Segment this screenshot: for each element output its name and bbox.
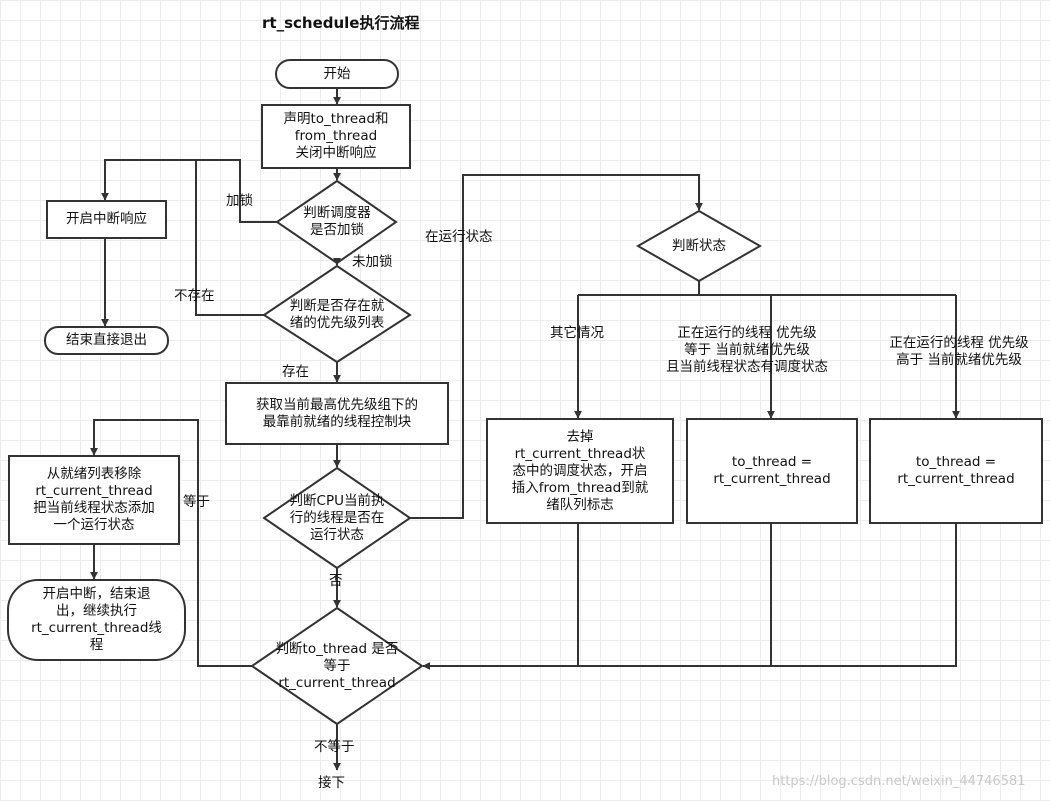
edge-label-other: 其它情况 (550, 325, 604, 341)
assign-right-box (869, 418, 1043, 524)
declare-box (261, 104, 411, 169)
enable-irq-box (46, 200, 167, 239)
watermark: https://blog.csdn.net/weixin_44746581 (772, 774, 1026, 789)
arrow-locked (101, 159, 277, 223)
enable-exit-terminal (7, 579, 186, 661)
edge-label-no: 否 (329, 573, 343, 589)
exit-direct-terminal (44, 326, 169, 355)
running-check-label: 判断CPU当前执 行的线程是否在 运行状态 (289, 492, 385, 543)
edge-label-unlocked: 未加锁 (352, 254, 393, 270)
to-eq-check-label: 判断to_thread 是否 等于 rt_current_thread (275, 640, 399, 691)
edge-label-next: 接下 (318, 775, 345, 791)
ready-check-label: 判断是否存在就 绪的优先级列表 (289, 298, 385, 331)
remove-sched-box (486, 418, 674, 524)
remove-ready-box (8, 455, 180, 545)
edge-label-mid-cond: 正在运行的线程 优先级 等于 当前就绪优先级 且当前线程状态有调度状态 (666, 325, 828, 375)
arrow-not-exist (195, 160, 264, 316)
start-label: 开始 (323, 65, 351, 82)
lock-check-label: 判断调度器 是否加锁 (303, 205, 371, 238)
enable-irq-label: 开启中断响应 (66, 211, 147, 227)
enable-exit-label: 开启中断，结束退 出，继续执行 rt_current_thread线 程 (31, 586, 162, 653)
assign-mid-label: to_thread = rt_current_thread (713, 454, 831, 487)
return-line (577, 523, 957, 667)
edge-label-equal: 等于 (183, 494, 210, 510)
state-check-label: 判断状态 (672, 237, 726, 254)
arrow-running-state (410, 174, 703, 519)
get-thread-box (225, 382, 449, 445)
assign-right-label: to_thread = rt_current_thread (897, 454, 1015, 487)
edge-label-not-equal: 不等于 (314, 739, 355, 755)
get-thread-label: 获取当前最高优先级组下的 最靠前就绪的线程控制块 (256, 396, 418, 430)
edge-label-right-cond: 正在运行的线程 优先级 高于 当前就绪优先级 (889, 335, 1029, 368)
page-title: rt_schedule执行流程 (262, 14, 420, 32)
arrow-equal (90, 419, 252, 667)
exit-direct-label: 结束直接退出 (66, 332, 147, 348)
edge-label-locked: 加锁 (226, 193, 253, 209)
edge-label-running: 在运行状态 (425, 229, 493, 245)
edge-label-not-exist: 不存在 (174, 288, 215, 304)
remove-ready-label: 从就绪列表移除 rt_current_thread 把当前线程状态添加 一个运行… (33, 466, 155, 533)
edge-label-exist: 存在 (282, 364, 309, 380)
remove-sched-label: 去掉 rt_current_thread状 态中的调度状态，开启 插入from_… (511, 428, 649, 513)
declare-label: 声明to_thread和 from_thread 关闭中断响应 (283, 111, 389, 161)
